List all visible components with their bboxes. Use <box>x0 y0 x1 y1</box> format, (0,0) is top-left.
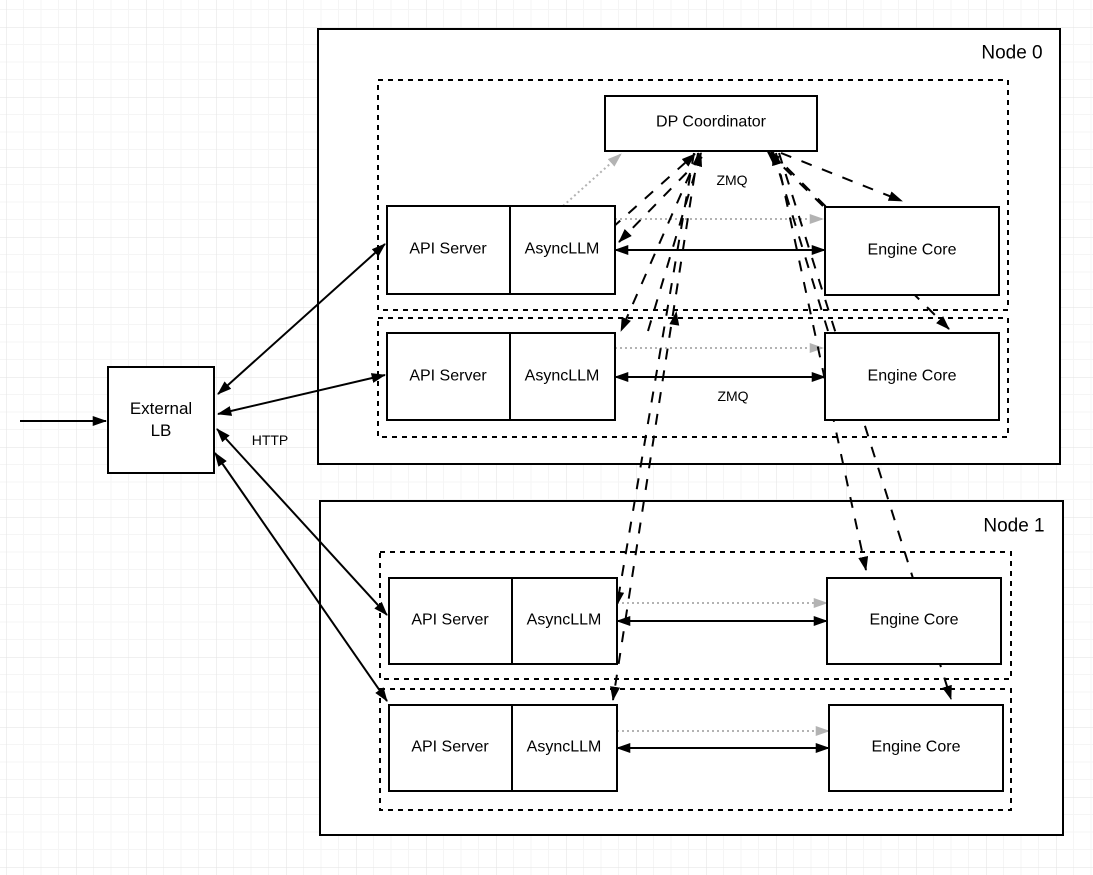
api-server-label-n1r1: API Server <box>411 611 489 629</box>
engine-core-label-n1r2: Engine Core <box>871 738 961 756</box>
api-server-box-n1r2 <box>388 704 513 792</box>
edge-coord-engine-down-n1r1 <box>775 152 869 571</box>
engine-core-box-n0r2 <box>824 332 1000 421</box>
engine-core-label-n0r1: Engine Core <box>867 241 957 259</box>
edge-coord-async-down-n1r2 <box>610 152 699 701</box>
node1-label: Node 1 <box>983 515 1045 537</box>
dp-coordinator-box <box>604 95 818 152</box>
edge-lb-api-n1r2 <box>214 452 388 702</box>
edge-coord-async-down-n0r2 <box>620 152 700 332</box>
edge-async-coord-up-n0r2 <box>647 152 703 332</box>
external-lb-label: External LB <box>129 398 193 440</box>
asyncllm-box-n1r2 <box>511 704 618 792</box>
api-server-label-n0r1: API Server <box>409 240 487 258</box>
zmq-label-n0r2: ZMQ <box>717 387 749 404</box>
external-lb-box <box>107 366 215 474</box>
api-server-box-n0r2 <box>386 332 511 421</box>
edge-coord-engine-down-n1r2 <box>778 152 952 700</box>
asyncllm-box-n1r1 <box>511 577 618 665</box>
asyncllm-label-n0r2: AsyncLLM <box>524 367 600 385</box>
engine-core-label-n1r1: Engine Core <box>869 611 959 629</box>
asyncllm-box-n0r1 <box>509 205 616 295</box>
asyncllm-label-n1r2: AsyncLLM <box>526 738 602 756</box>
api-server-label-n0r2: API Server <box>409 367 487 385</box>
api-server-box-n1r1 <box>388 577 513 665</box>
engine-core-box-n1r2 <box>828 704 1004 792</box>
edge-async-coord-up-n0r1 <box>611 153 696 229</box>
edge-coord-async-down-n1r1 <box>614 152 695 606</box>
dp-coordinator-label: DP Coordinator <box>656 113 766 131</box>
api-server-box-n0r1 <box>386 205 511 295</box>
asyncllm-label-n0r1: AsyncLLM <box>524 240 600 258</box>
engine-core-box-n0r1 <box>824 206 1000 296</box>
mid-line-arrowhead <box>669 311 680 326</box>
asyncllm-box-n0r2 <box>509 332 616 421</box>
http-label: HTTP <box>251 431 289 448</box>
edge-lb-api-n0r2 <box>217 373 386 416</box>
node0-label: Node 0 <box>981 42 1043 64</box>
edge-lb-api-n0r1 <box>217 243 386 395</box>
asyncllm-label-n1r1: AsyncLLM <box>526 611 602 629</box>
api-server-label-n1r2: API Server <box>411 738 489 756</box>
zmq-label-n0r1: ZMQ <box>716 171 748 188</box>
engine-core-box-n1r1 <box>826 577 1002 665</box>
engine-core-label-n0r2: Engine Core <box>867 367 957 385</box>
